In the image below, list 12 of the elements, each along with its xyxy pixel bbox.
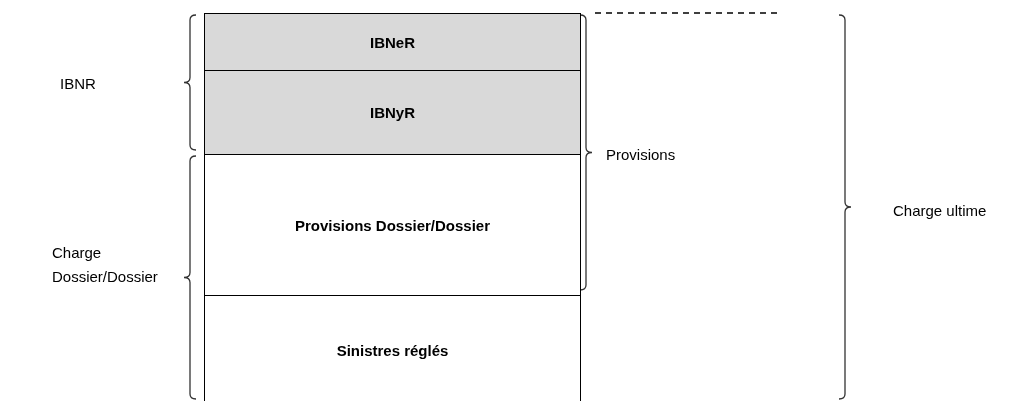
bracket-label: IBNR	[60, 74, 96, 94]
block-label: Sinistres réglés	[336, 341, 449, 359]
bracket-label: Charge ultime	[893, 201, 987, 221]
block-label: IBNeR	[370, 33, 415, 51]
block-label: Provisions Dossier/Dossier	[294, 216, 491, 234]
bracket-label: Provisions	[606, 145, 676, 165]
block-label: IBNyR	[370, 104, 415, 121]
stacked-block	[204, 295, 581, 401]
stacked-block	[204, 13, 581, 71]
bracket-label: Charge Dossier/Dossier	[52, 243, 159, 287]
stacked-block	[204, 70, 581, 155]
stacked-block	[204, 154, 581, 296]
